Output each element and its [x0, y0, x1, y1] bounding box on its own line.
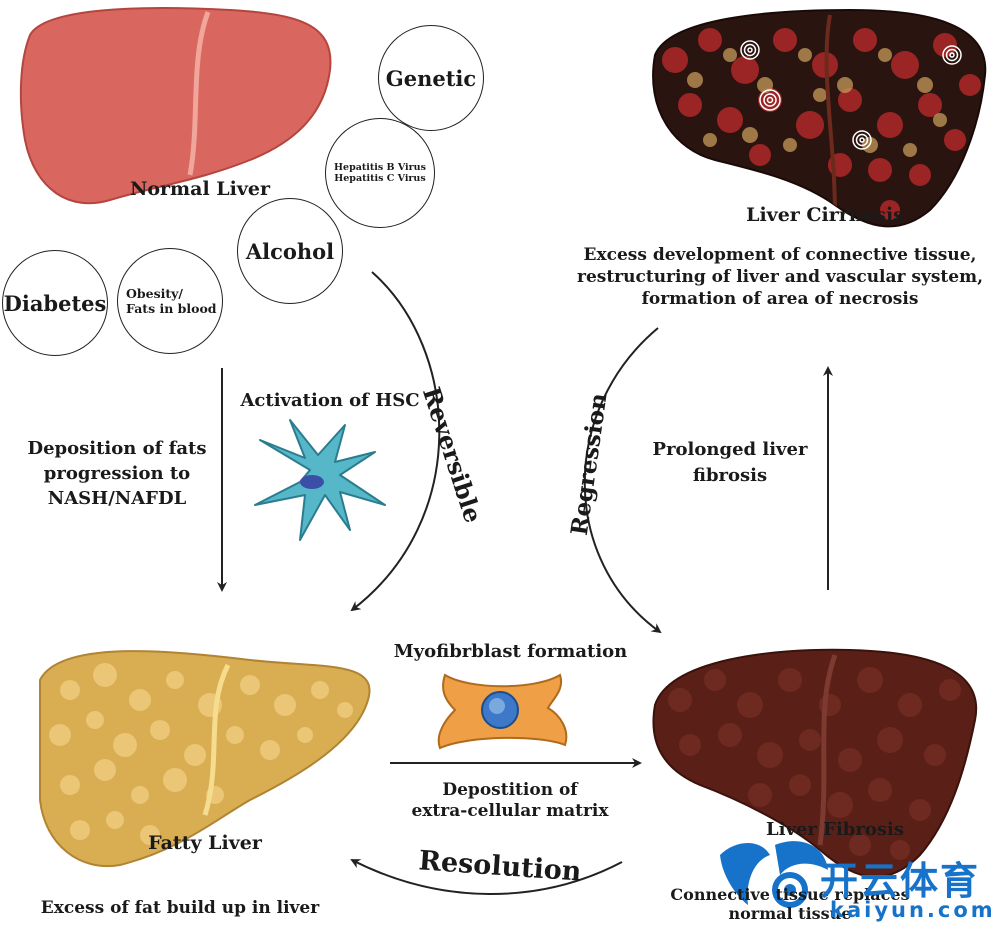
hsc-cell-illustration [254, 419, 386, 541]
watermark-url: kaiyun.com [830, 898, 996, 922]
kaiyun-logo-icon [720, 841, 828, 908]
fat-deposition-text: Deposition of fats progression to NASH/N… [27, 438, 207, 510]
normal-liver-label: Normal Liver [129, 178, 270, 200]
diabetes-label: Diabetes [3, 290, 107, 316]
myofibroblast-label: Myofibrblast formation [393, 641, 628, 662]
genetic-circle: Genetic [378, 25, 484, 131]
ecm-deposition-text: Depostition of extra-cellular matrix [411, 780, 609, 822]
hepatitis-b-label: Hepatitis B Virus [334, 162, 426, 173]
hepatitis-circle: Hepatitis B Virus Hepatitis C Virus [325, 118, 435, 228]
hepatitis-c-label: Hepatitis C Virus [334, 173, 426, 184]
liver-cirrhosis-description: Excess development of connective tissue,… [576, 245, 983, 310]
liver-fibrosis-description: Connective tissue replaces normal tissue [670, 885, 910, 924]
normal-liver-illustration [19, 7, 332, 205]
prolonged-fibrosis-text: Prolonged liver fibrosis [652, 439, 808, 487]
obesity-label: Obesity/ [126, 286, 183, 301]
liver-cirrhosis-label: Liver Cirrhosis [746, 204, 904, 226]
watermark-brand: 开云体育 [820, 859, 981, 903]
fats-in-blood-label: Fats in blood [126, 301, 217, 316]
obesity-circle: Obesity/ Fats in blood [117, 248, 223, 354]
diabetes-circle: Diabetes [2, 250, 108, 356]
myofibroblast-cell-illustration [437, 673, 568, 750]
alcohol-circle: Alcohol [237, 198, 343, 304]
regression-arc-arrow [583, 327, 662, 634]
cirrhosis-liver-illustration [652, 8, 987, 228]
genetic-label: Genetic [385, 65, 477, 91]
resolution-arc-arrow [350, 859, 623, 895]
fibrosis-liver-illustration [652, 648, 978, 878]
fatty-liver-description: Excess of fat build up in liver [40, 898, 320, 918]
fatty-liver-illustration [39, 650, 371, 868]
fatty-liver-label: Fatty Liver [148, 832, 262, 854]
alcohol-label: Alcohol [245, 238, 335, 264]
reversible-arc-arrow [350, 271, 441, 612]
hsc-activation-label: Activation of HSC [240, 390, 420, 411]
liver-fibrosis-label: Liver Fibrosis [766, 819, 904, 840]
